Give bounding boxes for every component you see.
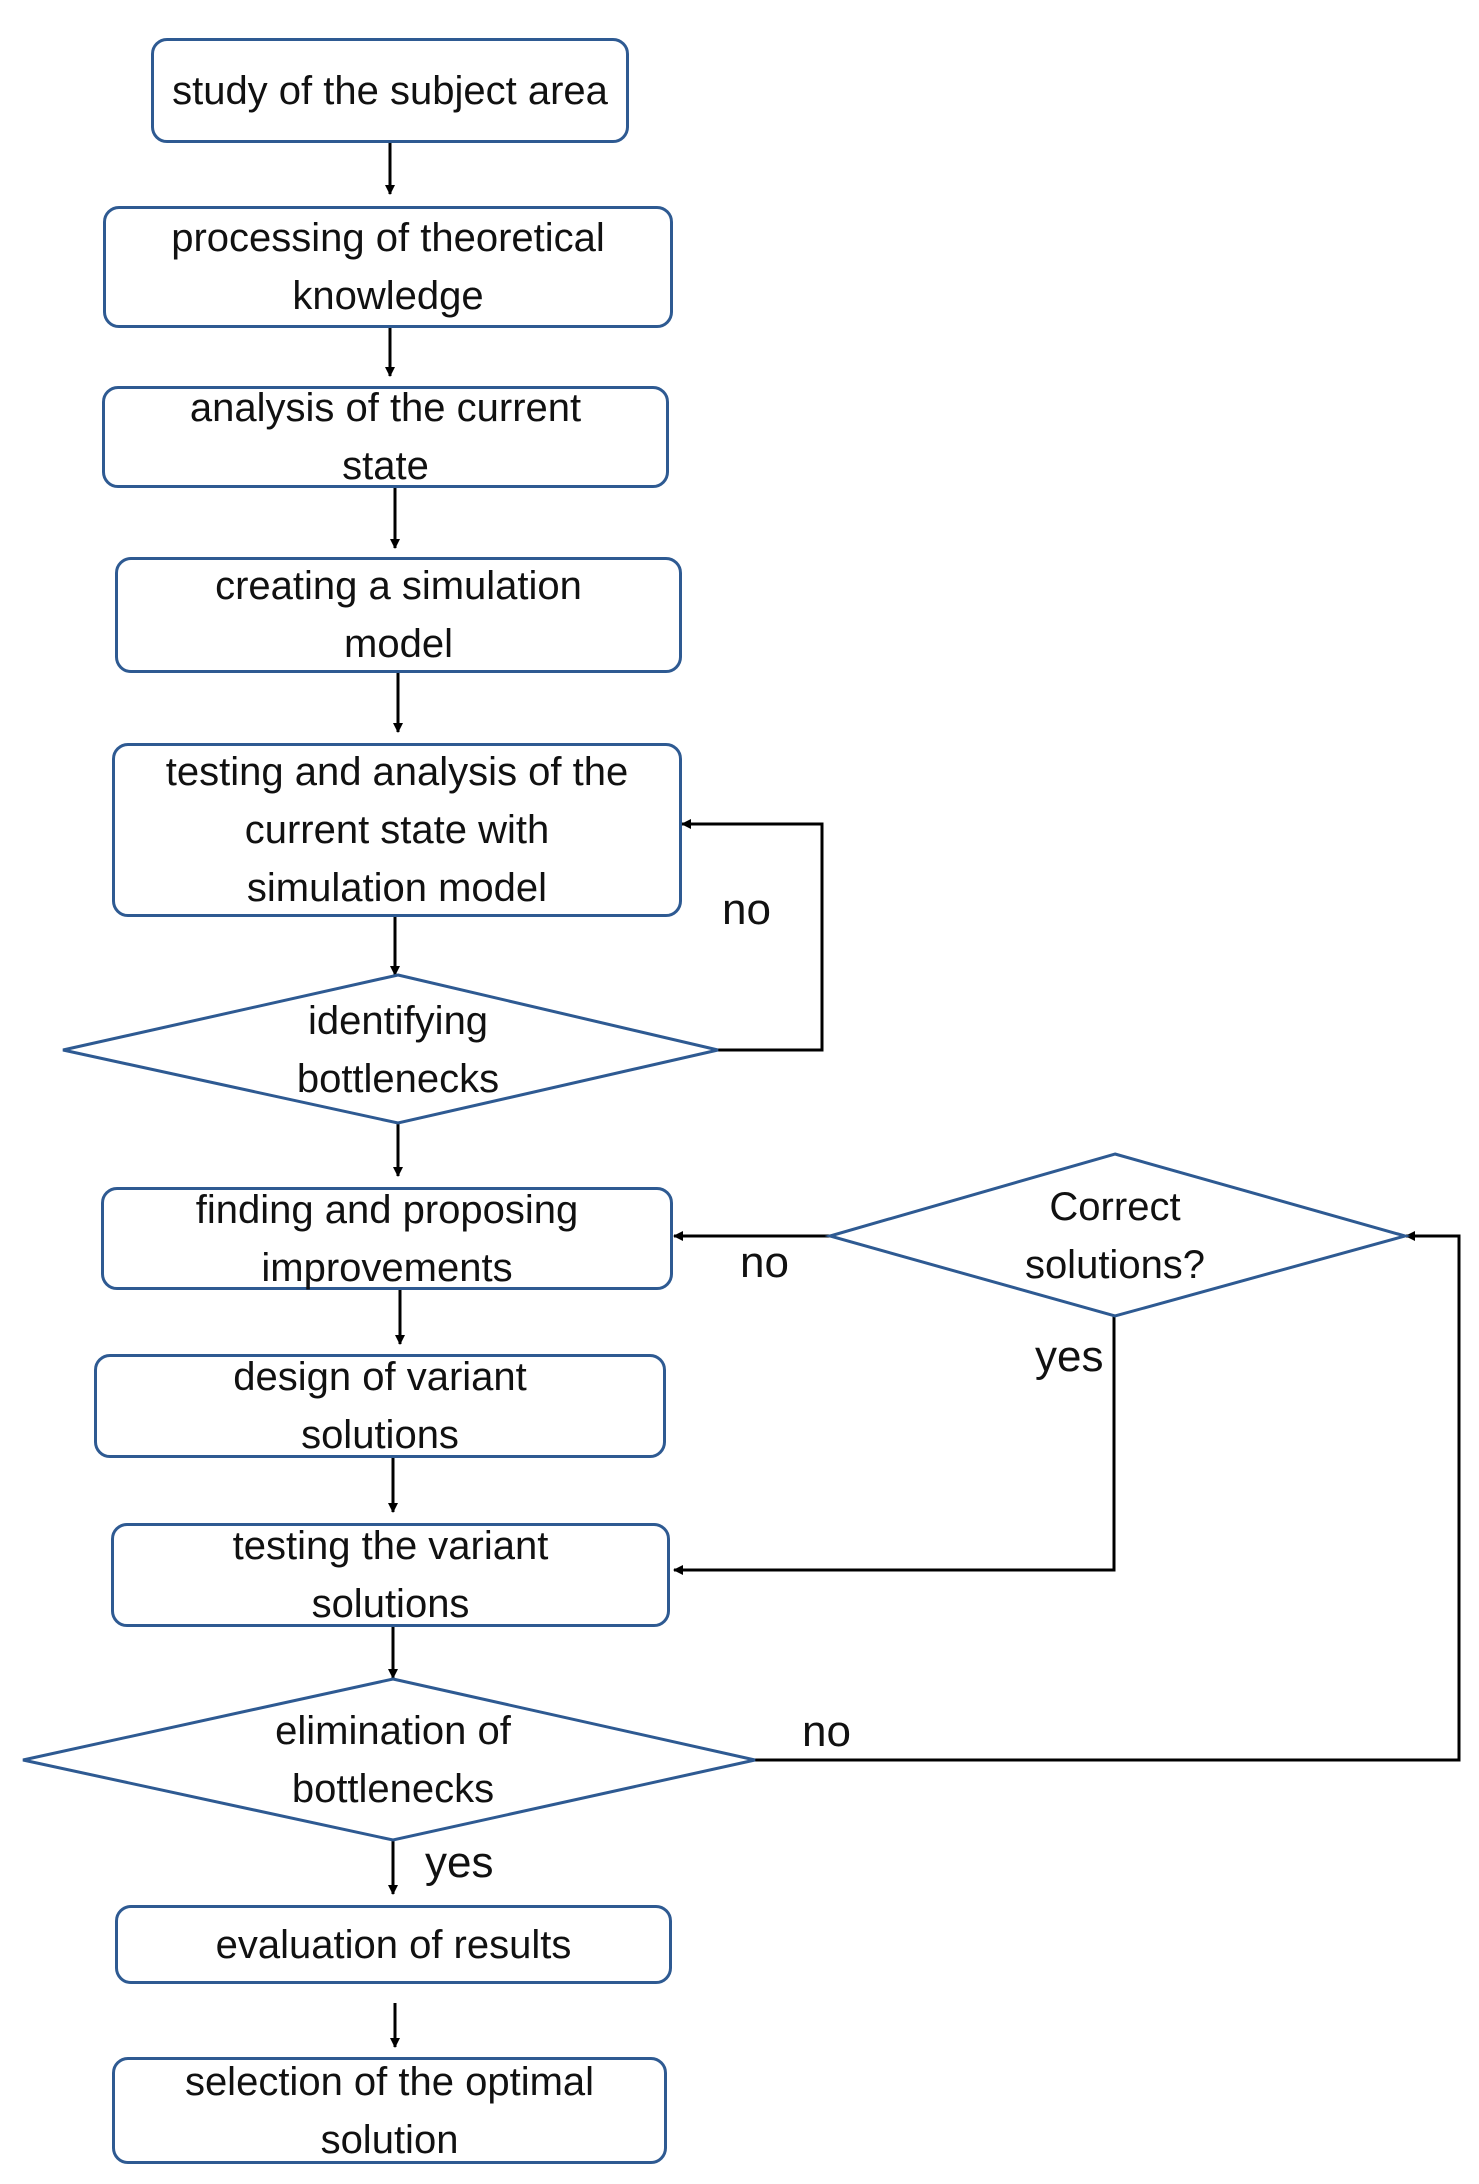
node-finding-label: finding and proposing improvements <box>195 1187 579 1290</box>
arrow-identifying-no-loop <box>681 819 824 1052</box>
edge-label-correct-yes: yes <box>1035 1332 1104 1381</box>
edge-label-elimination-yes: yes <box>425 1838 494 1887</box>
node-evaluation: evaluation of results <box>115 1905 672 1984</box>
decision-identifying-shape <box>62 973 719 1125</box>
node-testing-current-label: testing and analysis of the current stat… <box>165 750 629 910</box>
node-testing-variant: testing the variant solutions <box>111 1523 670 1627</box>
node-analysis: analysis of the current state <box>102 386 669 488</box>
edge-label-elimination-no: no <box>802 1707 851 1756</box>
node-selection-label: selection of the optimal solution <box>184 2059 595 2162</box>
node-creating: creating a simulation model <box>115 557 682 673</box>
node-selection: selection of the optimal solution <box>112 2057 667 2164</box>
node-creating-label: creating a simulation model <box>215 564 582 666</box>
node-processing: processing of theoretical knowledge <box>103 206 673 328</box>
node-study: study of the subject area <box>151 38 629 143</box>
edge-label-identifying-no: no <box>722 885 771 934</box>
decision-identifying-label: identifying bottlenecks <box>296 999 500 1101</box>
decision-identifying: identifying bottlenecks <box>248 995 548 1105</box>
arrow-elimination-no-loop <box>755 1231 1461 1762</box>
node-testing-variant-label: testing the variant solutions <box>232 1524 549 1626</box>
edge-label-correct-no: no <box>740 1238 789 1287</box>
node-analysis-label: analysis of the current state <box>189 386 582 488</box>
decision-elimination-shape <box>22 1677 756 1842</box>
decision-correct-shape <box>824 1152 1411 1318</box>
node-study-label: study of the subject area <box>172 68 608 113</box>
decision-elimination-label: elimination of bottlenecks <box>275 1709 511 1811</box>
decision-elimination: elimination of bottlenecks <box>208 1700 578 1820</box>
node-design-label: design of variant solutions <box>233 1355 527 1457</box>
node-processing-label: processing of theoretical knowledge <box>171 216 605 318</box>
decision-correct-label: Correct solutions? <box>1024 1185 1206 1287</box>
arrow-correct-yes-to-testing-variant <box>673 1316 1116 1575</box>
decision-correct: Correct solutions? <box>970 1176 1260 1296</box>
node-design: design of variant solutions <box>94 1354 666 1458</box>
node-finding: finding and proposing improvements <box>101 1187 673 1290</box>
node-evaluation-label: evaluation of results <box>215 1922 572 1967</box>
node-testing-current: testing and analysis of the current stat… <box>112 743 682 917</box>
